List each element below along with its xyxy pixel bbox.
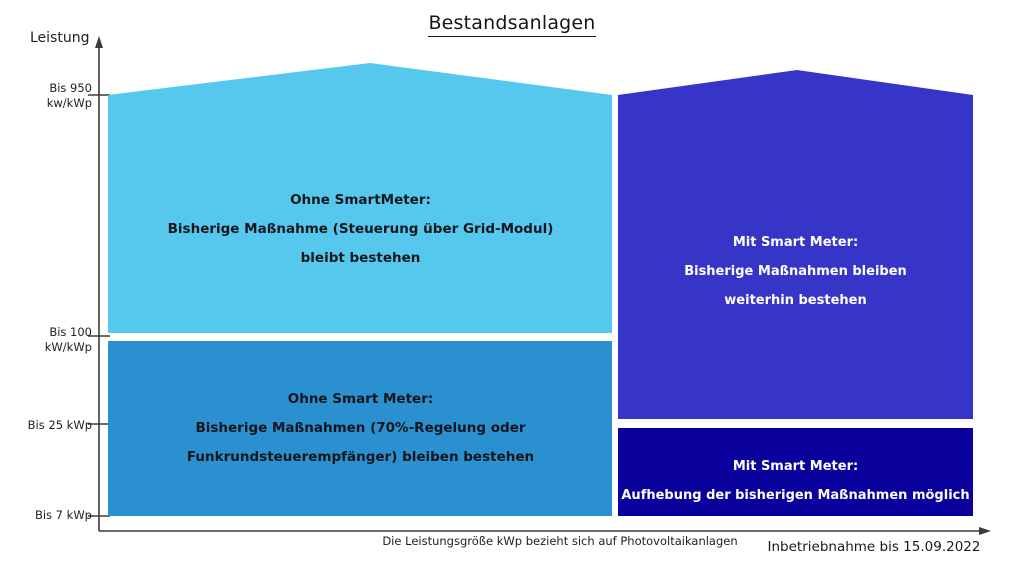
block-label-purple: Mit Smart Meter: Bisherige Maßnahmen ble… xyxy=(618,228,973,315)
y-tick-label-7-line1: Bis 7 kWp xyxy=(34,508,92,522)
y-tick-label-7: Bis 7 kWp xyxy=(0,508,92,523)
block-label-navy-line2: Aufhebung der bisherigen Maßnahmen mögli… xyxy=(621,488,970,503)
y-tick-label-950-line1: Bis 950 xyxy=(49,81,92,95)
x-axis-title: Inbetriebnahme bis 15.09.2022 xyxy=(767,539,981,555)
block-label-lightblue-line3: bleibt bestehen xyxy=(300,250,421,266)
block-label-lightblue-line1: Ohne SmartMeter: xyxy=(290,192,431,208)
y-tick-label-950: Bis 950 kw/kWp xyxy=(0,81,92,111)
y-tick-label-25-line1: Bis 25 kWp xyxy=(27,418,92,432)
page-title: Bestandsanlagen xyxy=(0,12,1024,37)
block-shape-lightblue xyxy=(108,63,612,333)
y-tick-label-100-line2: kW/kWp xyxy=(44,340,92,354)
block-label-purple-line1: Mit Smart Meter: xyxy=(732,235,859,250)
y-tick-label-25: Bis 25 kWp xyxy=(0,418,92,433)
block-shape-navy xyxy=(618,428,973,516)
footnote-center: Die Leistungsgröße kWp bezieht sich auf … xyxy=(382,534,738,548)
block-label-midblue-line3: Funkrundsteuerempfänger) bleiben bestehe… xyxy=(186,449,535,465)
block-label-navy-line1: Mit Smart Meter: xyxy=(732,459,859,474)
block-label-purple-line2: Bisherige Maßnahmen bleiben xyxy=(684,264,907,279)
block-shape-purple xyxy=(618,70,973,419)
block-label-navy: Mit Smart Meter: Aufhebung der bisherige… xyxy=(618,452,973,510)
block-label-midblue-line1: Ohne Smart Meter: xyxy=(287,391,434,407)
block-label-midblue-line2: Bisherige Maßnahmen (70%-Regelung oder xyxy=(195,420,526,436)
block-shape-midblue xyxy=(108,341,612,516)
x-axis xyxy=(99,527,991,535)
y-tick-label-100: Bis 100 kW/kWp xyxy=(0,325,92,355)
block-label-lightblue-line2: Bisherige Maßnahme (Steuerung über Grid-… xyxy=(167,221,554,237)
y-axis xyxy=(88,36,110,531)
block-label-midblue: Ohne Smart Meter: Bisherige Maßnahmen (7… xyxy=(108,385,613,472)
y-tick-label-950-line2: kw/kWp xyxy=(46,96,92,110)
block-label-purple-line3: weiterhin bestehen xyxy=(724,293,867,308)
y-axis-title: Leistung xyxy=(30,30,90,46)
y-tick-label-100-line1: Bis 100 xyxy=(49,325,92,339)
block-label-lightblue: Ohne SmartMeter: Bisherige Maßnahme (Ste… xyxy=(108,186,613,273)
